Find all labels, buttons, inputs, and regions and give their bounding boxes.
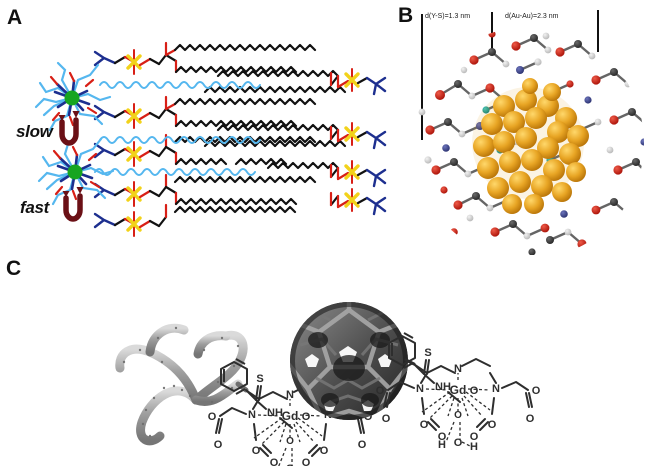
phosphate-group-1b	[344, 68, 360, 92]
lipid-row-4b	[329, 188, 387, 216]
phosphate-group-2b	[344, 122, 360, 146]
polymer-texture	[122, 326, 240, 438]
lipid-row-3b	[266, 160, 387, 188]
phosphate-group-5	[126, 211, 142, 237]
gd-metal-center-slow	[64, 90, 80, 106]
gd-chelate-complex-slow	[34, 61, 112, 132]
lipid-row-2b	[203, 122, 387, 150]
phosphate-group-3b	[344, 160, 360, 184]
lipid-row-4	[93, 173, 317, 207]
panel-a: A	[0, 0, 400, 250]
lipid-row-3	[93, 133, 317, 167]
phosphate-group-2	[126, 103, 142, 129]
lipid-row-5	[93, 203, 297, 237]
phosphate-group-1	[126, 49, 142, 75]
phosphate-group-4	[126, 181, 142, 207]
rotation-arrow-fast	[62, 187, 84, 222]
panel-b-letter: B	[398, 4, 414, 27]
rotation-arrow-slow	[58, 111, 80, 146]
gd-chelate-complex-fast	[37, 135, 115, 206]
phosphate-group-4b	[344, 188, 360, 212]
lipid-row-2	[93, 95, 317, 129]
phosphate-group-3	[126, 141, 142, 167]
dimension-bar-middle	[491, 12, 493, 52]
dimension-bar-left	[421, 14, 423, 140]
rate-label-fast: fast	[20, 198, 50, 217]
gd-metal-center-fast	[67, 164, 83, 180]
gold-core	[472, 78, 589, 214]
panel-a-graphic	[34, 41, 387, 237]
dimension-bar-right	[597, 10, 599, 52]
branched-polymer-model	[115, 323, 249, 446]
dimension-label-y-s: d(Y-S)=1.3 nm	[425, 13, 471, 20]
panel-a-letter: A	[7, 6, 23, 29]
dimension-label-au-au: d(Au-Au)=2.3 nm	[505, 13, 559, 20]
panel-c-graphic: N N N O O O O	[115, 302, 542, 466]
lipid-row-1	[93, 41, 317, 75]
panel-b-nanoparticle-graphic	[418, 30, 644, 255]
panel-c-letter: C	[6, 257, 22, 280]
panel-b: B d(Y-S)=1.3 nm d(Au-Au)=2.3 nm	[398, 0, 670, 255]
panel-c: C	[0, 250, 670, 466]
rate-label-slow: slow	[16, 122, 53, 141]
lipid-row-1b	[203, 68, 387, 96]
